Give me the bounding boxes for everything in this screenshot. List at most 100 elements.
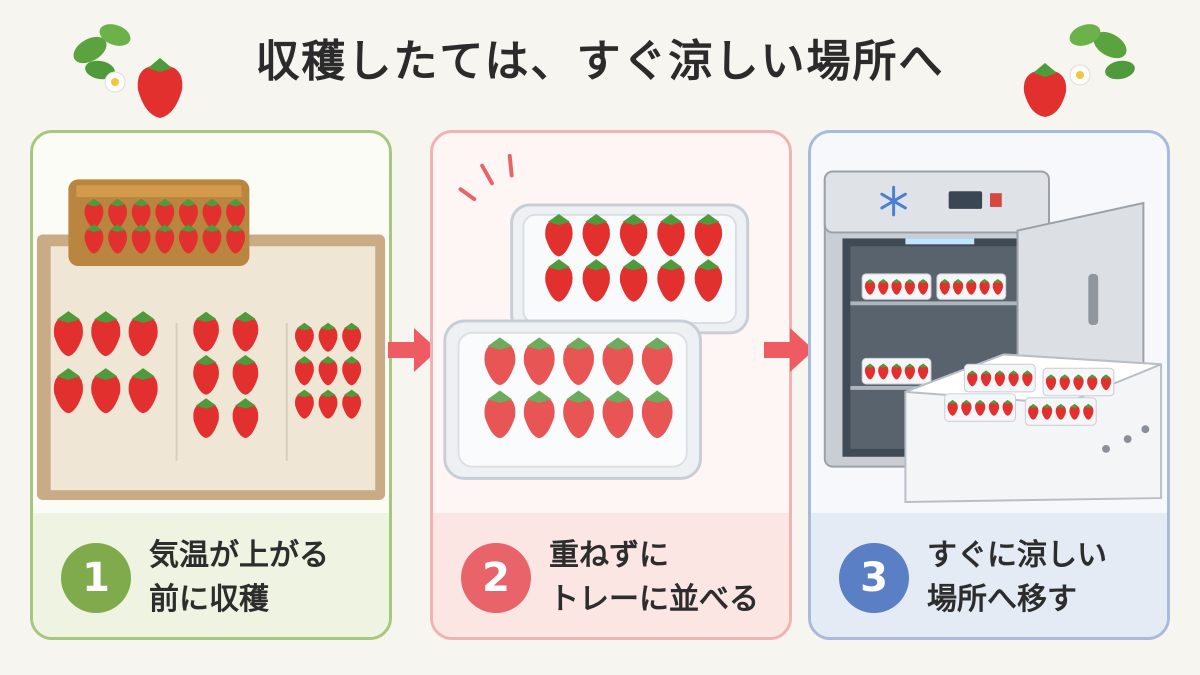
strawberry-leaf	[131, 311, 155, 323]
basket-strawberries	[84, 198, 245, 254]
strawberry-leaf	[905, 363, 914, 368]
snowflake-icon	[880, 185, 907, 217]
step-number: 1	[61, 543, 131, 613]
strawberry-leaf	[296, 322, 312, 331]
step-caption: 3 すぐに涼しい 場所へ移す	[811, 513, 1167, 637]
strawberry-leaf	[228, 198, 244, 207]
strawberry-leaf	[968, 370, 977, 375]
strawberry-leaf	[487, 337, 513, 350]
strawberry-leaf	[953, 278, 963, 284]
strawberry-leaf	[948, 399, 957, 405]
strawberry-icon	[904, 280, 915, 295]
strawberry-leaf	[320, 322, 336, 331]
strawberry-icon	[128, 316, 158, 357]
strawberry-icon	[318, 359, 338, 386]
strawberry-leaf	[296, 356, 312, 364]
strawberry-icon	[342, 325, 362, 352]
strawberry-icon	[545, 218, 573, 257]
strawberry-leaf	[622, 214, 645, 226]
strawberry-icon	[131, 202, 151, 229]
strawberry-icon	[582, 218, 610, 257]
strawberry-leaf	[180, 224, 196, 232]
strawberry-leaf	[133, 224, 149, 232]
strawberry-icon	[1069, 405, 1080, 420]
strawberry-icon	[1022, 372, 1033, 387]
strawberry-leaf	[697, 214, 720, 226]
strawberry-icon	[904, 365, 915, 380]
cooler-box-trays	[944, 363, 1115, 426]
step-caption: 2 重ねずに トレーに並べる	[433, 513, 789, 637]
strawberry-icon	[342, 392, 362, 419]
strawberry-icon	[295, 392, 314, 419]
strawberry-leaf	[962, 399, 971, 405]
tray-strawberries-bottom	[484, 337, 673, 439]
strawberry-icon	[226, 227, 245, 254]
strawberry-leaf	[547, 259, 570, 271]
strawberry-leaf	[296, 389, 312, 398]
strawberry-leaf	[320, 356, 336, 364]
strawberry-icon	[1041, 405, 1053, 420]
strawberry-icon	[128, 373, 158, 414]
strawberry-icon	[980, 372, 992, 387]
step-text-line1: すぐに涼しい	[927, 538, 1107, 573]
strawberry-icon	[484, 342, 516, 386]
strawberry-icon	[641, 342, 673, 386]
strawberry-leaf	[967, 278, 976, 284]
strawberry-icon	[994, 372, 1005, 387]
strawberry-icon	[193, 402, 219, 439]
strawberry-leaf	[86, 198, 102, 207]
strawberry-leaf	[204, 224, 220, 232]
strawberry-icon	[545, 263, 573, 302]
strawberry-icon	[295, 359, 314, 386]
strawberry-leaf	[892, 363, 901, 368]
strawberry-icon	[193, 359, 219, 395]
strawberry-icon	[891, 365, 902, 380]
strawberry-leaf	[940, 278, 949, 284]
strawberry-icon	[342, 359, 362, 386]
strawberry-leaf	[204, 198, 220, 207]
strawberry-leaf	[585, 259, 608, 271]
strawberry-leaf	[622, 259, 645, 271]
step-text-line1: 重ねずに	[549, 538, 669, 573]
strawberry-leaf	[235, 354, 256, 366]
step-text-line2: トレーに並べる	[549, 582, 759, 617]
strawberry-icon	[641, 395, 673, 439]
strawberry-leaf	[879, 363, 888, 368]
strawberry-leaf	[892, 278, 901, 284]
strawberry-icon	[1100, 376, 1112, 391]
step-panel-1: 1 気温が上がる 前に収穫	[30, 130, 392, 640]
strawberry-icon	[73, 24, 183, 118]
strawberry-icon	[939, 280, 950, 295]
strawberry-leaf	[56, 311, 81, 323]
strawberry-icon	[232, 402, 259, 439]
strawberry-leaf	[644, 337, 670, 350]
strawberry-icon	[155, 202, 175, 229]
harvest-illustration	[36, 179, 386, 501]
tray-strawberries	[53, 311, 362, 439]
strawberry-icon	[226, 202, 245, 229]
strawberry-icon	[1073, 376, 1084, 391]
strawberry-leaf	[195, 354, 217, 366]
strawberry-leaf	[1084, 403, 1093, 408]
strawberry-leaf	[865, 278, 875, 284]
step-number: 3	[839, 543, 909, 613]
strawberry-leaf	[86, 224, 102, 232]
strawberry-leaf	[1056, 403, 1065, 408]
strawberry-icon	[53, 373, 83, 414]
strawberry-leaf	[547, 214, 570, 226]
strawberry-icon	[878, 365, 889, 380]
strawberry-leaf	[1070, 403, 1079, 408]
strawberry-icon	[232, 316, 259, 352]
strawberry-leaf	[1029, 403, 1038, 408]
strawberry-icon	[108, 227, 127, 254]
strawberry-leaf	[133, 198, 149, 207]
strawberry-leaf	[110, 224, 126, 232]
strawberry-leaf	[1101, 374, 1111, 379]
strawberry-icon	[318, 325, 338, 352]
strawberry-icon	[961, 401, 972, 416]
strawberry-leaf	[235, 311, 256, 323]
strawberry-leaf	[995, 370, 1004, 375]
strawberry-leaf	[566, 390, 591, 403]
strawberry-leaf	[566, 337, 591, 350]
strawberry-icon	[1028, 405, 1039, 420]
